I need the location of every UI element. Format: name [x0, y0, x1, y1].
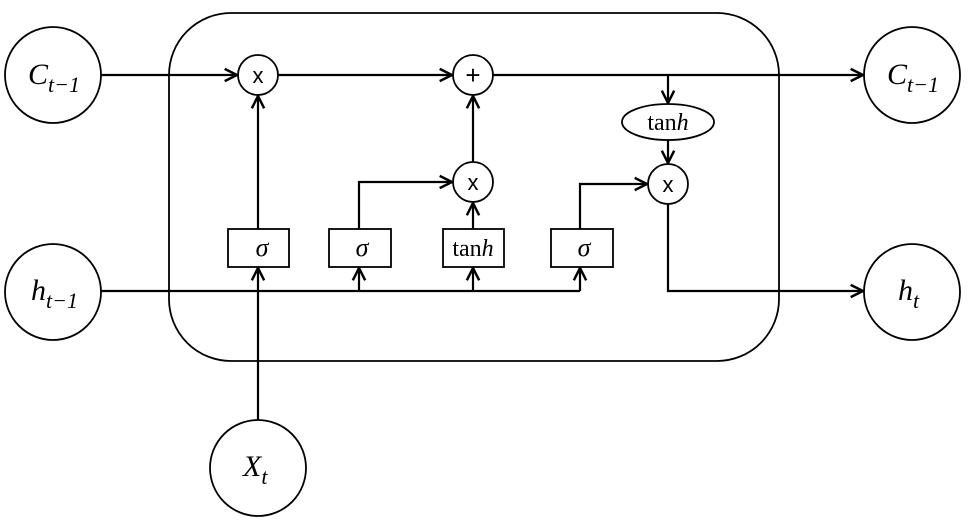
input-multiply-operator: x: [452, 161, 494, 203]
node-cell-out: Ct−1: [863, 26, 961, 124]
svg-text:x: x: [663, 172, 674, 197]
output-gate-to-mult: [578, 184, 647, 229]
node-hidden-prev: ht−1: [4, 243, 102, 341]
output-gate: σ: [550, 228, 614, 268]
svg-text:σ: σ: [256, 233, 270, 262]
input-gate-to-mult: [357, 182, 452, 229]
svg-text:ht: ht: [898, 274, 920, 313]
svg-text:σ: σ: [356, 233, 370, 262]
svg-text:σ: σ: [578, 233, 592, 262]
candidate-tanh-gate: tanh: [442, 228, 505, 268]
svg-text:x: x: [253, 63, 264, 88]
svg-text:Ct−1: Ct−1: [28, 58, 80, 97]
cell-boundary: [168, 12, 780, 362]
input-gate: σ: [328, 228, 392, 268]
svg-text:Ct−1: Ct−1: [887, 58, 939, 97]
cell-tanh-node: tanh: [621, 103, 715, 141]
svg-text:+: +: [465, 60, 480, 90]
svg-text:ht−1: ht−1: [31, 274, 78, 313]
node-input: Xt: [209, 419, 307, 517]
forget-multiply-operator: x: [237, 54, 279, 96]
output-multiply-operator: x: [647, 163, 689, 205]
svg-text:tanh: tanh: [647, 110, 688, 136]
forget-gate: σ: [227, 228, 290, 268]
svg-text:tanh: tanh: [452, 236, 493, 262]
connections: [101, 75, 863, 420]
node-hidden-out: ht: [863, 243, 961, 341]
svg-text:x: x: [468, 170, 479, 195]
output-mult-to-hidden-out: [666, 204, 863, 291]
svg-text:Xt: Xt: [242, 450, 268, 489]
cell-add-operator: +: [452, 54, 494, 96]
node-cell-prev: Ct−1: [4, 26, 102, 124]
